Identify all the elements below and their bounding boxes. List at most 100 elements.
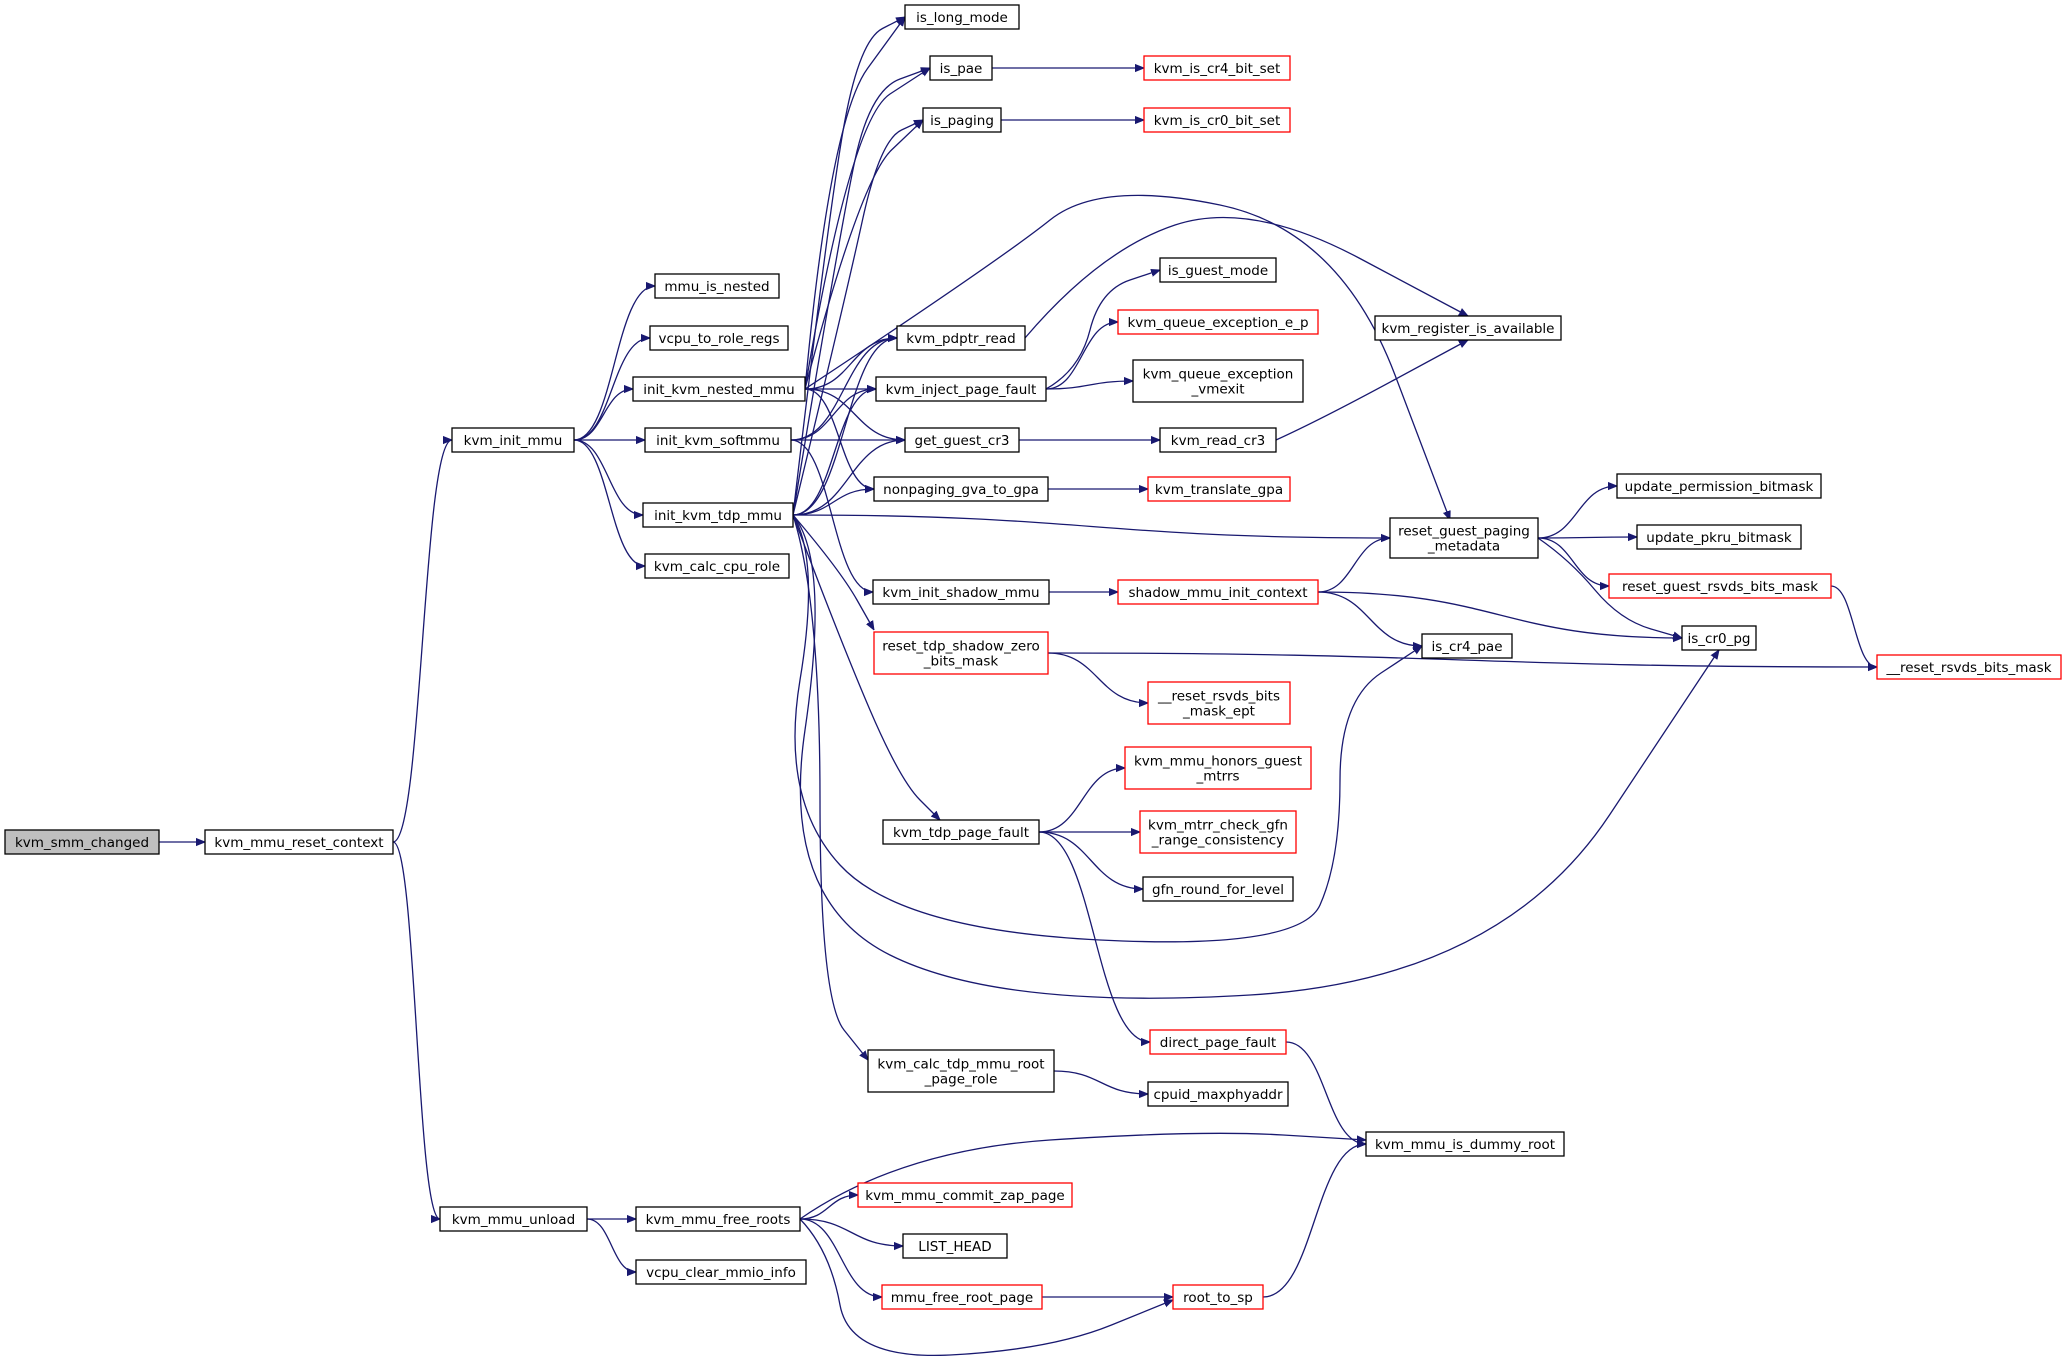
function-node-vcpu_clear_mmio_info[interactable]: vcpu_clear_mmio_info: [635, 1259, 807, 1285]
function-node-nonpaging_gva_to_gpa[interactable]: nonpaging_gva_to_gpa: [873, 476, 1049, 502]
node-box: [1172, 1284, 1264, 1310]
function-node-kvm_mmu_free_roots[interactable]: kvm_mmu_free_roots: [635, 1206, 801, 1232]
function-node-kvm_queue_exception_e_p[interactable]: kvm_queue_exception_e_p: [1117, 309, 1319, 335]
function-node-update_pkru_bitmask[interactable]: update_pkru_bitmask: [1636, 524, 1802, 550]
node-label: kvm_read_cr3: [1171, 433, 1265, 449]
function-node-init_kvm_nested_mmu[interactable]: init_kvm_nested_mmu: [632, 376, 806, 402]
function-node-kvm_mmu_commit_zap_page[interactable]: kvm_mmu_commit_zap_page: [857, 1182, 1073, 1208]
function-node-is_cr4_pae[interactable]: is_cr4_pae: [1421, 633, 1513, 659]
node-label: kvm_inject_page_fault: [886, 382, 1037, 398]
node-box: [1681, 625, 1757, 651]
function-node-reset_guest_rsvds_bits_mask[interactable]: reset_guest_rsvds_bits_mask: [1608, 573, 1832, 599]
node-box: [904, 4, 1020, 30]
node-box: [204, 829, 394, 855]
function-node-root_to_sp[interactable]: root_to_sp: [1172, 1284, 1264, 1310]
node-box: [857, 1182, 1073, 1208]
function-node-kvm_mmu_is_dummy_root[interactable]: kvm_mmu_is_dummy_root: [1365, 1131, 1565, 1157]
call-edge: [799, 1218, 1173, 1356]
node-label: reset_tdp_shadow_zero: [882, 639, 1040, 655]
edge-reset_tdp_shadow_zero_bits_mask-to-__reset_rsvds_bits_mask_ept: [1047, 652, 1148, 703]
function-node-mmu_is_nested[interactable]: mmu_is_nested: [654, 273, 780, 299]
function-node-mmu_free_root_page[interactable]: mmu_free_root_page: [881, 1284, 1043, 1310]
function-node-get_guest_cr3[interactable]: get_guest_cr3: [904, 427, 1020, 453]
function-node-kvm_init_shadow_mmu[interactable]: kvm_init_shadow_mmu: [872, 579, 1050, 605]
call-edge: [1038, 768, 1125, 833]
node-label: _metadata: [1427, 539, 1500, 555]
function-node-kvm_init_mmu[interactable]: kvm_init_mmu: [451, 427, 575, 453]
function-node-kvm_mmu_reset_context[interactable]: kvm_mmu_reset_context: [204, 829, 394, 855]
function-node-direct_page_fault[interactable]: direct_page_fault: [1149, 1029, 1287, 1055]
node-label: LIST_HEAD: [918, 1239, 991, 1255]
function-node-shadow_mmu_init_context[interactable]: shadow_mmu_init_context: [1117, 579, 1319, 605]
function-node-kvm_calc_cpu_role[interactable]: kvm_calc_cpu_role: [644, 553, 790, 579]
call-edge: [1053, 1070, 1148, 1094]
node-layer: kvm_smm_changed kvm_mmu_reset_context kvm_…: [4, 4, 2062, 1310]
node-label: update_pkru_bitmask: [1646, 530, 1792, 546]
edge-kvm_mmu_free_roots-to-kvm_mmu_commit_zap_page: [799, 1195, 858, 1220]
edge-init_kvm_softmmu-to-kvm_pdptr_read: [790, 338, 897, 441]
function-node-kvm_is_cr4_bit_set[interactable]: kvm_is_cr4_bit_set: [1143, 55, 1291, 81]
function-node-__reset_rsvds_bits_mask[interactable]: __reset_rsvds_bits_mask: [1876, 654, 2062, 680]
node-box: [4, 829, 160, 855]
function-node-cpuid_maxphyaddr[interactable]: cpuid_maxphyaddr: [1147, 1081, 1289, 1107]
function-node-LIST_HEAD[interactable]: LIST_HEAD: [902, 1233, 1008, 1259]
function-node-is_guest_mode[interactable]: is_guest_mode: [1159, 257, 1277, 283]
node-label: direct_page_fault: [1160, 1035, 1276, 1051]
node-label: is_long_mode: [916, 10, 1008, 26]
function-node-is_paging[interactable]: is_paging: [922, 107, 1002, 133]
function-node-kvm_smm_changed[interactable]: kvm_smm_changed: [4, 829, 160, 855]
edge-init_kvm_nested_mmu-to-reset_guest_paging_metadata: [804, 194, 1450, 520]
node-label: shadow_mmu_init_context: [1128, 585, 1307, 601]
function-node-kvm_mtrr_check_gfn_range_consistency[interactable]: kvm_mtrr_check_gfn_range_consistency: [1139, 810, 1297, 854]
function-node-reset_tdp_shadow_zero_bits_mask[interactable]: reset_tdp_shadow_zero_bits_mask: [873, 631, 1049, 675]
edge-init_kvm_tdp_mmu-to-kvm_calc_tdp_mmu_root_page_role: [792, 514, 868, 1060]
function-node-is_cr0_pg[interactable]: is_cr0_pg: [1681, 625, 1757, 651]
function-node-kvm_translate_gpa[interactable]: kvm_translate_gpa: [1147, 476, 1291, 502]
function-node-is_pae[interactable]: is_pae: [929, 55, 993, 81]
call-edge: [792, 514, 868, 1060]
node-box: [1147, 681, 1291, 725]
function-node-vcpu_to_role_regs[interactable]: vcpu_to_role_regs: [649, 325, 789, 351]
function-node-reset_guest_paging_metadata[interactable]: reset_guest_paging_metadata: [1389, 517, 1539, 559]
node-box: [867, 1049, 1055, 1093]
edge-init_kvm_nested_mmu-to-is_paging: [804, 120, 923, 390]
function-node-kvm_is_cr0_bit_set[interactable]: kvm_is_cr0_bit_set: [1143, 107, 1291, 133]
edge-init_kvm_tdp_mmu-to-kvm_pdptr_read: [792, 338, 897, 516]
function-node-kvm_pdptr_read[interactable]: kvm_pdptr_read: [896, 325, 1026, 351]
node-label: vcpu_clear_mmio_info: [646, 1265, 796, 1281]
function-node-kvm_mmu_honors_guest_mtrrs[interactable]: kvm_mmu_honors_guest_mtrrs: [1124, 746, 1312, 790]
node-label: vcpu_to_role_regs: [658, 331, 779, 347]
function-node-is_long_mode[interactable]: is_long_mode: [904, 4, 1020, 30]
function-node-__reset_rsvds_bits_mask_ept[interactable]: __reset_rsvds_bits_mask_ept: [1147, 681, 1291, 725]
function-node-gfn_round_for_level[interactable]: gfn_round_for_level: [1142, 876, 1294, 902]
node-box: [1608, 573, 1832, 599]
function-node-kvm_calc_tdp_mmu_root_page_role[interactable]: kvm_calc_tdp_mmu_root_page_role: [867, 1049, 1055, 1093]
node-label: update_permission_bitmask: [1625, 479, 1814, 495]
call-edge: [1045, 381, 1133, 390]
function-node-kvm_inject_page_fault[interactable]: kvm_inject_page_fault: [875, 376, 1047, 402]
call-edge: [573, 389, 634, 441]
function-node-kvm_queue_exception_vmexit[interactable]: kvm_queue_exception_vmexit: [1132, 359, 1304, 403]
node-label: _mtrrs: [1195, 769, 1239, 785]
call-edge: [1537, 537, 1609, 586]
function-node-kvm_tdp_page_fault[interactable]: kvm_tdp_page_fault: [882, 819, 1040, 845]
function-node-update_permission_bitmask[interactable]: update_permission_bitmask: [1616, 473, 1822, 499]
call-edge: [792, 489, 874, 516]
call-edge: [1830, 585, 1878, 667]
function-node-kvm_read_cr3[interactable]: kvm_read_cr3: [1159, 427, 1277, 453]
node-label: kvm_mmu_honors_guest: [1134, 754, 1302, 770]
function-node-kvm_mmu_unload[interactable]: kvm_mmu_unload: [439, 1206, 588, 1232]
edge-root_to_sp-to-kvm_mmu_is_dummy_root: [1262, 1144, 1366, 1298]
function-node-init_kvm_softmmu[interactable]: init_kvm_softmmu: [644, 427, 792, 453]
edge-kvm_mmu_free_roots-to-LIST_HEAD: [799, 1218, 903, 1246]
function-node-kvm_register_is_available[interactable]: kvm_register_is_available: [1374, 315, 1562, 341]
edge-kvm_read_cr3-to-kvm_register_is_available: [1275, 340, 1468, 441]
call-edge: [1537, 537, 1682, 638]
node-box: [881, 1284, 1043, 1310]
call-edge: [792, 514, 1719, 999]
function-node-init_kvm_tdp_mmu[interactable]: init_kvm_tdp_mmu: [642, 502, 794, 528]
edge-init_kvm_nested_mmu-to-get_guest_cr3: [804, 388, 905, 440]
node-box: [1139, 810, 1297, 854]
call-edge: [799, 1218, 882, 1297]
call-edge: [792, 514, 1422, 943]
